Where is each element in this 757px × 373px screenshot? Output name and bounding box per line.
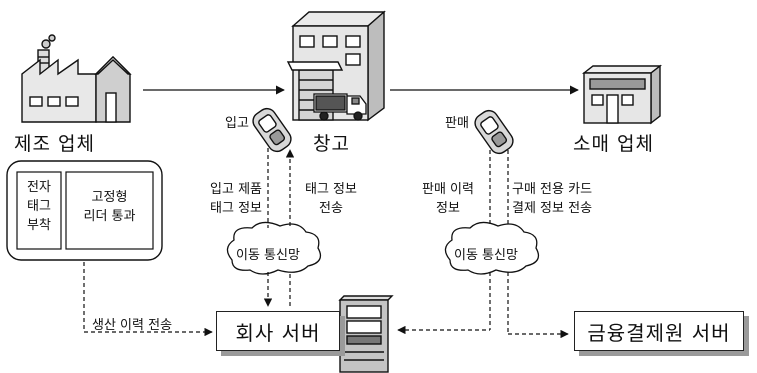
network-left-label: 이동 통신망 [236,248,300,263]
production-history-label: 생산 이력 전송 [92,318,173,333]
rfid-reader-icon-right [474,109,514,155]
network-right-label: 이동 통신망 [454,248,518,263]
card-transfer-text: 구매 전용 카드 결제 정보 전송 [512,182,593,216]
tag-attach-text: 전자 태그 부착 [27,180,51,233]
manufacturer-label: 제조 업체 [14,133,95,155]
factory-icon [21,34,132,123]
sale-label: 판매 [445,116,469,131]
warehouse-label: 창고 [313,133,350,155]
retailer-label: 소매 업체 [573,133,654,155]
inbound-label: 입고 [225,116,249,131]
inbound-product-text: 입고 제품 태그 정보 [210,182,262,216]
rfid-reader-icon-left [252,107,292,153]
tag-attach-box [16,171,62,250]
truck-icon [313,93,367,121]
network-cloud-left [226,221,322,275]
tag-transfer-text: 태그 정보 전송 [305,182,357,216]
sales-history-text: 판매 이력 정보 [422,182,474,216]
network-cloud-right [444,221,540,275]
server-tower-icon [338,295,394,373]
finance-server-box: 금융결제원 서버 [574,311,744,351]
reader-pass-box [65,171,154,250]
company-server-box: 회사 서버 [216,311,340,351]
store-icon [581,64,663,125]
reader-pass-text: 고정형 리더 통과 [83,190,136,224]
